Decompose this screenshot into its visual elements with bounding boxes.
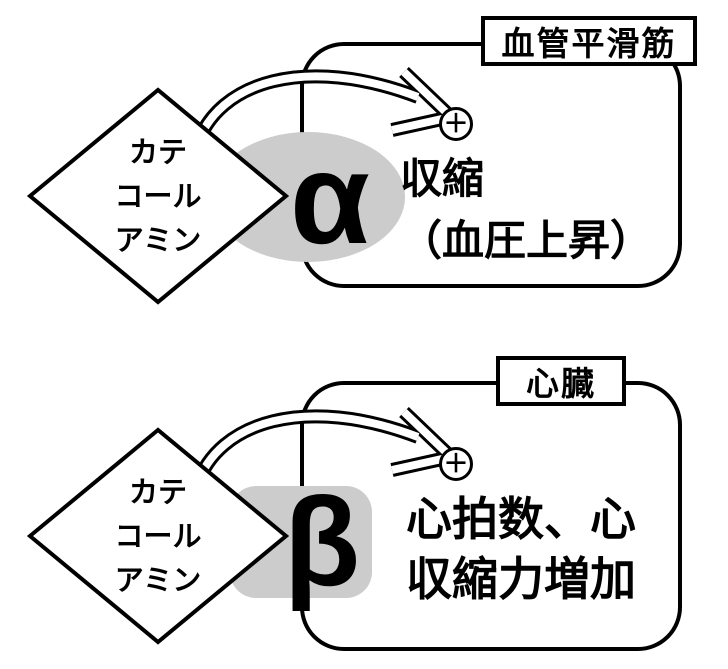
- alpha-plus-badge: ＋: [439, 107, 473, 141]
- beta-organ-label: 心臓: [496, 356, 626, 406]
- alpha-effect-text: 収縮 （血圧上昇）: [400, 148, 652, 272]
- beta-receptor-symbol: β: [283, 473, 361, 612]
- beta-stimulation-arrow-body-inner: [193, 412, 420, 487]
- beta-source-line-2: コール: [114, 521, 202, 553]
- alpha-catecholamine-diamond: [26, 87, 290, 305]
- beta-effect-line-1: 心拍数、心: [406, 493, 636, 545]
- beta-effect-text: 心拍数、心 収縮力増加: [406, 489, 636, 609]
- beta-plus-badge: ＋: [439, 447, 473, 481]
- beta-source-line-1: カテ: [128, 477, 187, 509]
- beta-source-line-3: アミン: [114, 565, 202, 597]
- alpha-effect-line-2: （血圧上昇）: [400, 217, 653, 264]
- alpha-catecholamine-text: カテ コール アミン: [78, 131, 238, 263]
- alpha-receptor-blob: [211, 132, 405, 262]
- alpha-receptor-symbol: α: [290, 125, 370, 271]
- beta-receptor-blob: [230, 486, 372, 598]
- alpha-source-line-2: コール: [114, 181, 202, 213]
- alpha-stimulation-arrow-body-inner: [193, 72, 420, 147]
- beta-catecholamine-diamond: [26, 427, 290, 645]
- alpha-effect-line-1: 収縮: [400, 155, 485, 202]
- beta-effect-line-2: 収縮力増加: [406, 553, 636, 605]
- alpha-source-line-1: カテ: [128, 137, 187, 169]
- beta-catecholamine-text: カテ コール アミン: [78, 471, 238, 603]
- alpha-source-line-3: アミン: [114, 225, 202, 257]
- alpha-organ-label: 血管平滑筋: [481, 16, 697, 66]
